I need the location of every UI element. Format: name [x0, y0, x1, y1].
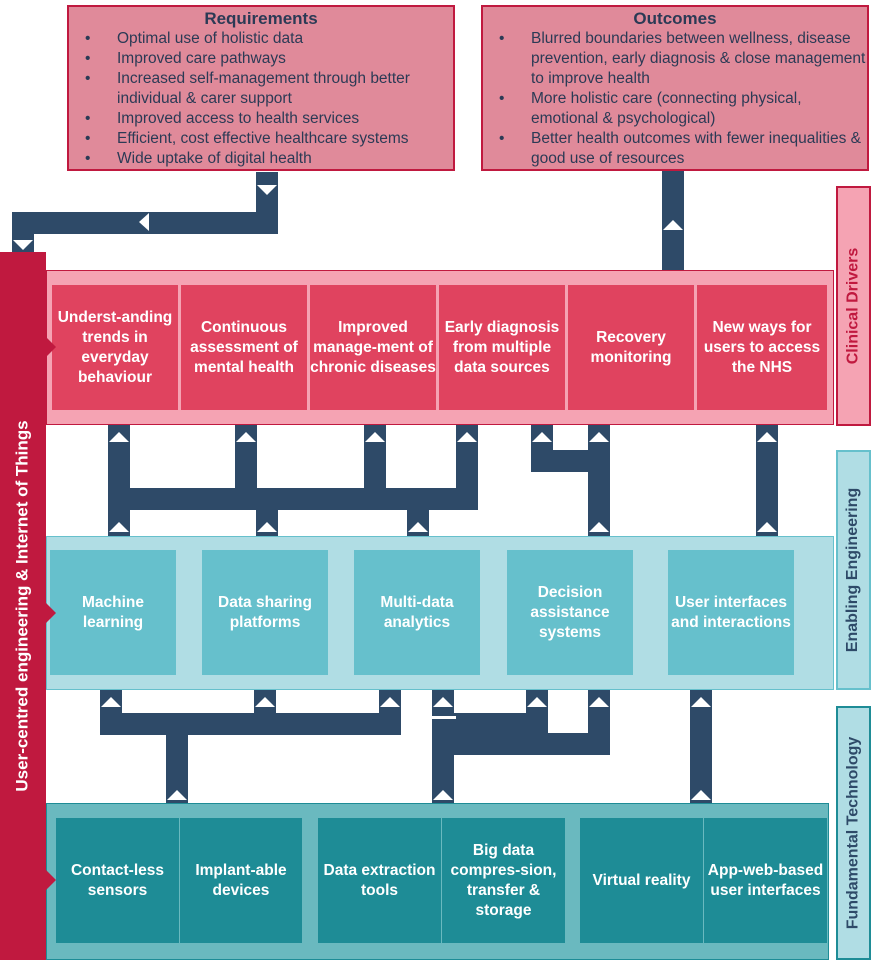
- clinical-pointer-icon: [46, 337, 56, 357]
- up-arrow-icon: [589, 432, 609, 442]
- requirements-list: Optimal use of holistic data Improved ca…: [69, 29, 453, 169]
- up-arrow-icon: [589, 697, 609, 707]
- up-arrow-icon: [255, 697, 275, 707]
- fundamental-cell: Virtual reality: [580, 818, 703, 943]
- clinical-cell: Recovery monitoring: [568, 285, 694, 410]
- fundamental-cell: Data extraction tools: [318, 818, 441, 943]
- up-arrow-icon: [663, 220, 683, 230]
- left-bar: User-centred engineering & Internet of T…: [0, 252, 46, 960]
- requirements-item: Increased self-management through better…: [85, 69, 453, 109]
- up-arrow-icon: [589, 522, 609, 532]
- outcomes-item: Blurred boundaries between wellness, dis…: [499, 29, 867, 89]
- fundamental-cell: App-web-based user interfaces: [704, 818, 827, 943]
- up-arrow-icon: [109, 432, 129, 442]
- requirements-item: Improved care pathways: [85, 49, 453, 69]
- up-arrow-icon: [433, 790, 453, 800]
- up-arrow-icon: [433, 697, 453, 707]
- clinical-cell: Improved manage-ment of chronic diseases: [310, 285, 436, 410]
- enabling-cell: User interfaces and interactions: [668, 550, 794, 675]
- up-arrow-icon: [691, 790, 711, 800]
- clinical-cell: Early diagnosis from multiple data sourc…: [439, 285, 565, 410]
- requirements-item: Improved access to health services: [85, 109, 453, 129]
- up-arrow-icon: [532, 432, 552, 442]
- up-arrow-icon: [101, 697, 121, 707]
- connector-gap: [430, 716, 456, 719]
- up-arrow-icon: [236, 432, 256, 442]
- left-arrow-icon: [139, 213, 149, 231]
- outcomes-list: Blurred boundaries between wellness, dis…: [483, 29, 867, 169]
- up-arrow-icon: [380, 697, 400, 707]
- down-arrow-icon: [257, 185, 277, 195]
- clinical-cell: Underst-anding trends in everyday behavi…: [52, 285, 178, 410]
- clinical-side-label-box: Clinical Drivers: [836, 186, 871, 426]
- outcomes-title: Outcomes: [633, 9, 717, 28]
- up-arrow-icon: [527, 697, 547, 707]
- fundamental-side-label-box: Fundamental Technology: [836, 706, 871, 960]
- requirements-box: Requirements Optimal use of holistic dat…: [67, 5, 455, 171]
- requirements-title: Requirements: [204, 9, 318, 28]
- up-arrow-icon: [757, 522, 777, 532]
- enabling-cell: Data sharing platforms: [202, 550, 328, 675]
- enabling-cell: Decision assistance systems: [507, 550, 633, 675]
- enabling-cell: Multi-data analytics: [354, 550, 480, 675]
- up-arrow-icon: [167, 790, 187, 800]
- fundamental-cell: Implant-able devices: [180, 818, 302, 943]
- up-arrow-icon: [757, 432, 777, 442]
- fundamental-pointer-icon: [46, 870, 56, 890]
- requirements-item: Optimal use of holistic data: [85, 29, 453, 49]
- up-arrow-icon: [365, 432, 385, 442]
- clinical-cell: New ways for users to access the NHS: [697, 285, 827, 410]
- enabling-side-label-box: Enabling Engineering: [836, 450, 871, 690]
- outcomes-box: Outcomes Blurred boundaries between well…: [481, 5, 869, 171]
- up-arrow-icon: [109, 522, 129, 532]
- clinical-cell: Continuous assessment of mental health: [181, 285, 307, 410]
- requirements-item: Wide uptake of digital health: [85, 149, 453, 169]
- outcomes-item: More holistic care (connecting physical,…: [499, 89, 867, 129]
- outcomes-item: Better health outcomes with fewer inequa…: [499, 129, 867, 169]
- fundamental-cell: Big data compres-sion, transfer & storag…: [442, 818, 565, 943]
- enabling-cell: Machine learning: [50, 550, 176, 675]
- up-arrow-icon: [691, 697, 711, 707]
- down-arrow-icon: [13, 240, 33, 250]
- up-arrow-icon: [457, 432, 477, 442]
- requirements-item: Efficient, cost effective healthcare sys…: [85, 129, 453, 149]
- up-arrow-icon: [257, 522, 277, 532]
- enabling-pointer-icon: [46, 603, 56, 623]
- up-arrow-icon: [408, 522, 428, 532]
- fundamental-cell: Contact-less sensors: [56, 818, 179, 943]
